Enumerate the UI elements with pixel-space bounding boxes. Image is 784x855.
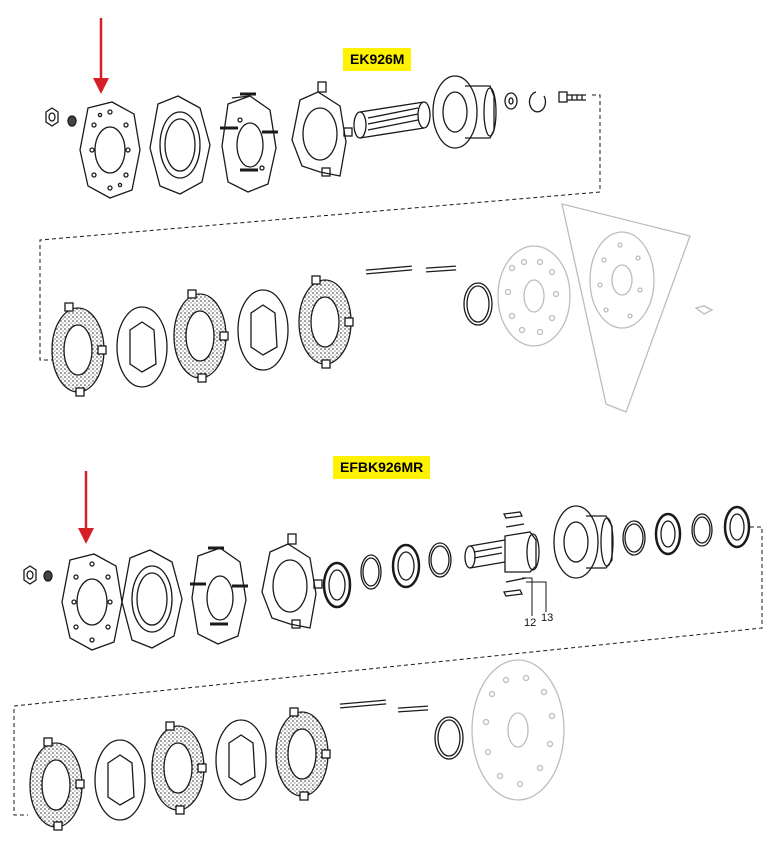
red-arrow-top (93, 18, 109, 94)
lugged-plate-bottom (261, 533, 323, 629)
lugged-plate-top (291, 81, 353, 177)
seal-ring-bottom-1 (322, 561, 352, 609)
flanged-hub-top (432, 75, 497, 149)
dashed-connector-top (39, 94, 601, 361)
stud-plate-bottom (190, 546, 248, 645)
seal-ring-bottom-3 (654, 512, 682, 556)
flanged-hub-bottom (553, 505, 614, 579)
circlip-bottom-2 (691, 513, 713, 547)
flange-ring-top (149, 95, 211, 195)
steel-disc-bottom-1 (94, 739, 146, 821)
circlip-top (528, 91, 547, 113)
section-top (39, 18, 714, 413)
section-bottom (13, 471, 763, 831)
steel-disc-bottom-2 (215, 719, 267, 801)
stud-short-top (425, 265, 457, 273)
steel-disc-top-1 (116, 306, 168, 388)
friction-disc-bottom-3 (275, 707, 331, 801)
stud-plate-top (220, 92, 278, 193)
stud-short-bottom (397, 705, 429, 713)
callout-13: 13 (541, 612, 554, 624)
seal-ring-bottom-2 (391, 543, 421, 589)
callout-leaders (522, 577, 547, 616)
o-ring-top (463, 282, 493, 326)
red-arrow-bottom (78, 471, 94, 544)
washer-bottom (43, 570, 53, 582)
friction-disc-bottom-2 (151, 721, 207, 815)
nut-top (45, 107, 59, 127)
flange-ring-bottom (121, 549, 183, 649)
washer-top (67, 115, 77, 127)
callout-12: 12 (524, 617, 537, 629)
o-ring-bottom (622, 520, 646, 556)
friction-disc-top-1 (51, 302, 107, 397)
mounting-plate-top (79, 101, 141, 199)
friction-disc-bottom-1 (29, 737, 85, 831)
bolt-top (558, 91, 586, 103)
splined-shaft-top (353, 101, 431, 139)
kit-label-bottom: EFBK926MR (333, 456, 431, 479)
circlip-bottom-1 (360, 554, 382, 590)
friction-disc-top-3 (298, 275, 354, 369)
friction-disc-top-2 (173, 289, 229, 383)
nut-bottom (23, 565, 37, 585)
flywheel-faded-bottom (471, 659, 565, 801)
mounting-plate-bottom (61, 553, 123, 651)
washer-2-top (504, 92, 518, 110)
shim-ring-bottom (428, 542, 452, 578)
dashed-connector-bottom (13, 526, 763, 816)
steel-disc-top-2 (237, 289, 289, 371)
stud-long-bottom (339, 699, 387, 709)
stud-long-top (365, 265, 413, 275)
o-ring-bottom-2 (434, 716, 464, 760)
flywheel-faded-top (497, 203, 714, 413)
splined-shaft-bottom (464, 511, 540, 597)
kit-label-top: EK926M (343, 48, 412, 71)
seal-ring-bottom-4 (723, 505, 751, 549)
